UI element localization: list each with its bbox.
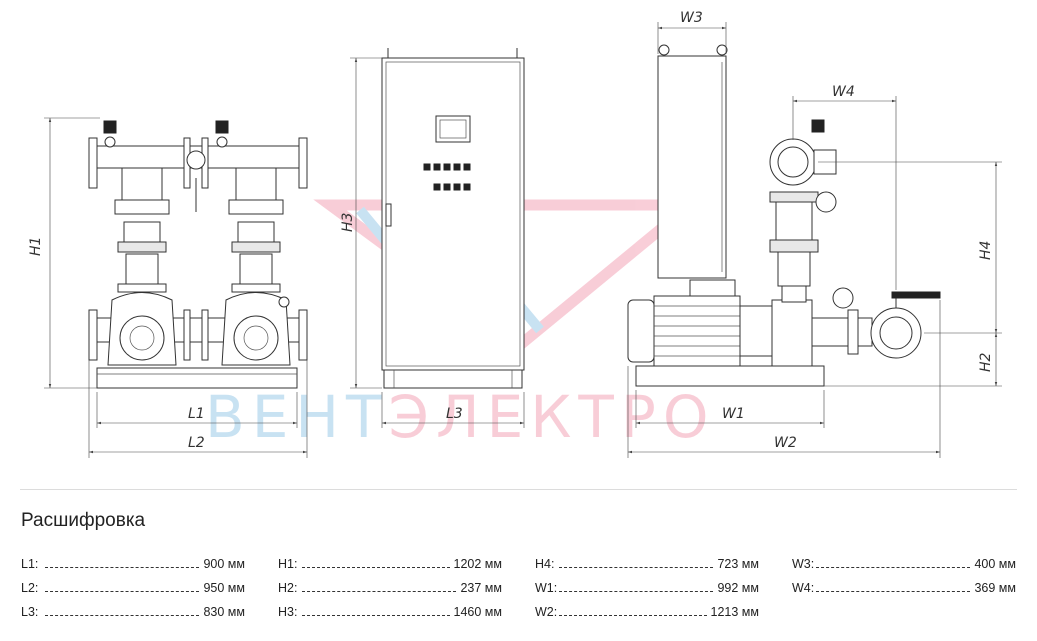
- legend-title: Расшифровка: [21, 510, 146, 531]
- dim-label-h2: H2: [978, 352, 994, 372]
- pump-2: [221, 167, 291, 366]
- legend-row-w1: W1:992 мм: [535, 581, 759, 595]
- valve-handle: [891, 291, 941, 299]
- pump-station-side-view: W3 W4 H4 H2 W1 W2: [627, 10, 1002, 458]
- dim-label-l1: L1: [188, 406, 205, 422]
- discharge-flange: [769, 138, 817, 186]
- dim-label-w2: W2: [774, 435, 797, 451]
- legend-row-l1: L1:900 мм: [21, 557, 245, 571]
- legend-row-w3: W3:400 мм: [792, 557, 1016, 571]
- dim-label-w3: W3: [680, 10, 703, 26]
- pressure-gauge-icon: [815, 191, 837, 213]
- base-frame-side: [635, 365, 825, 387]
- legend-row-w2: W2:1213 мм: [535, 605, 759, 619]
- dim-label-h1: H1: [28, 237, 44, 256]
- dimensions-legend: L1:900 мм H1:1202 мм H4:723 мм W3:400 мм…: [21, 554, 1018, 619]
- pressure-gauge-icon: [104, 136, 116, 148]
- legend-row-w4: W4:369 мм: [792, 581, 1016, 595]
- pump-1: [107, 167, 177, 366]
- cabinet-side: [657, 55, 727, 279]
- indicator-lights: [423, 163, 471, 191]
- cabinet-body: [381, 57, 525, 371]
- dim-label-l3: L3: [446, 406, 463, 422]
- pump-station-front-view: H1 L1 L2: [28, 117, 308, 458]
- legend-row-h1: H1:1202 мм: [278, 557, 502, 571]
- section-divider: [20, 489, 1017, 490]
- legend-row-l2: L2:950 мм: [21, 581, 245, 595]
- pressure-gauge-icon: [216, 136, 228, 148]
- watermark-text: ВЕНТЭЛЕКТРО: [205, 383, 715, 451]
- suction-flange: [870, 307, 922, 359]
- pressure-gauge-icon: [832, 287, 854, 309]
- legend-row-l3: L3:830 мм: [21, 605, 245, 619]
- control-cabinet-view: H3 L3: [340, 48, 525, 428]
- dim-label-h4: H4: [978, 241, 994, 260]
- dim-label-h3: H3: [340, 213, 356, 232]
- technical-drawing: ВЕНТЭЛЕКТРО: [28, 10, 1002, 458]
- dim-label-w4: W4: [832, 84, 855, 100]
- dim-label-w1: W1: [722, 406, 745, 422]
- legend-row-h4: H4:723 мм: [535, 557, 759, 571]
- legend-row-h3: H3:1460 мм: [278, 605, 502, 619]
- dim-label-l2: L2: [188, 435, 205, 451]
- motor: [627, 299, 655, 363]
- legend-row-h2: H2:237 мм: [278, 581, 502, 595]
- base-frame: [96, 367, 298, 389]
